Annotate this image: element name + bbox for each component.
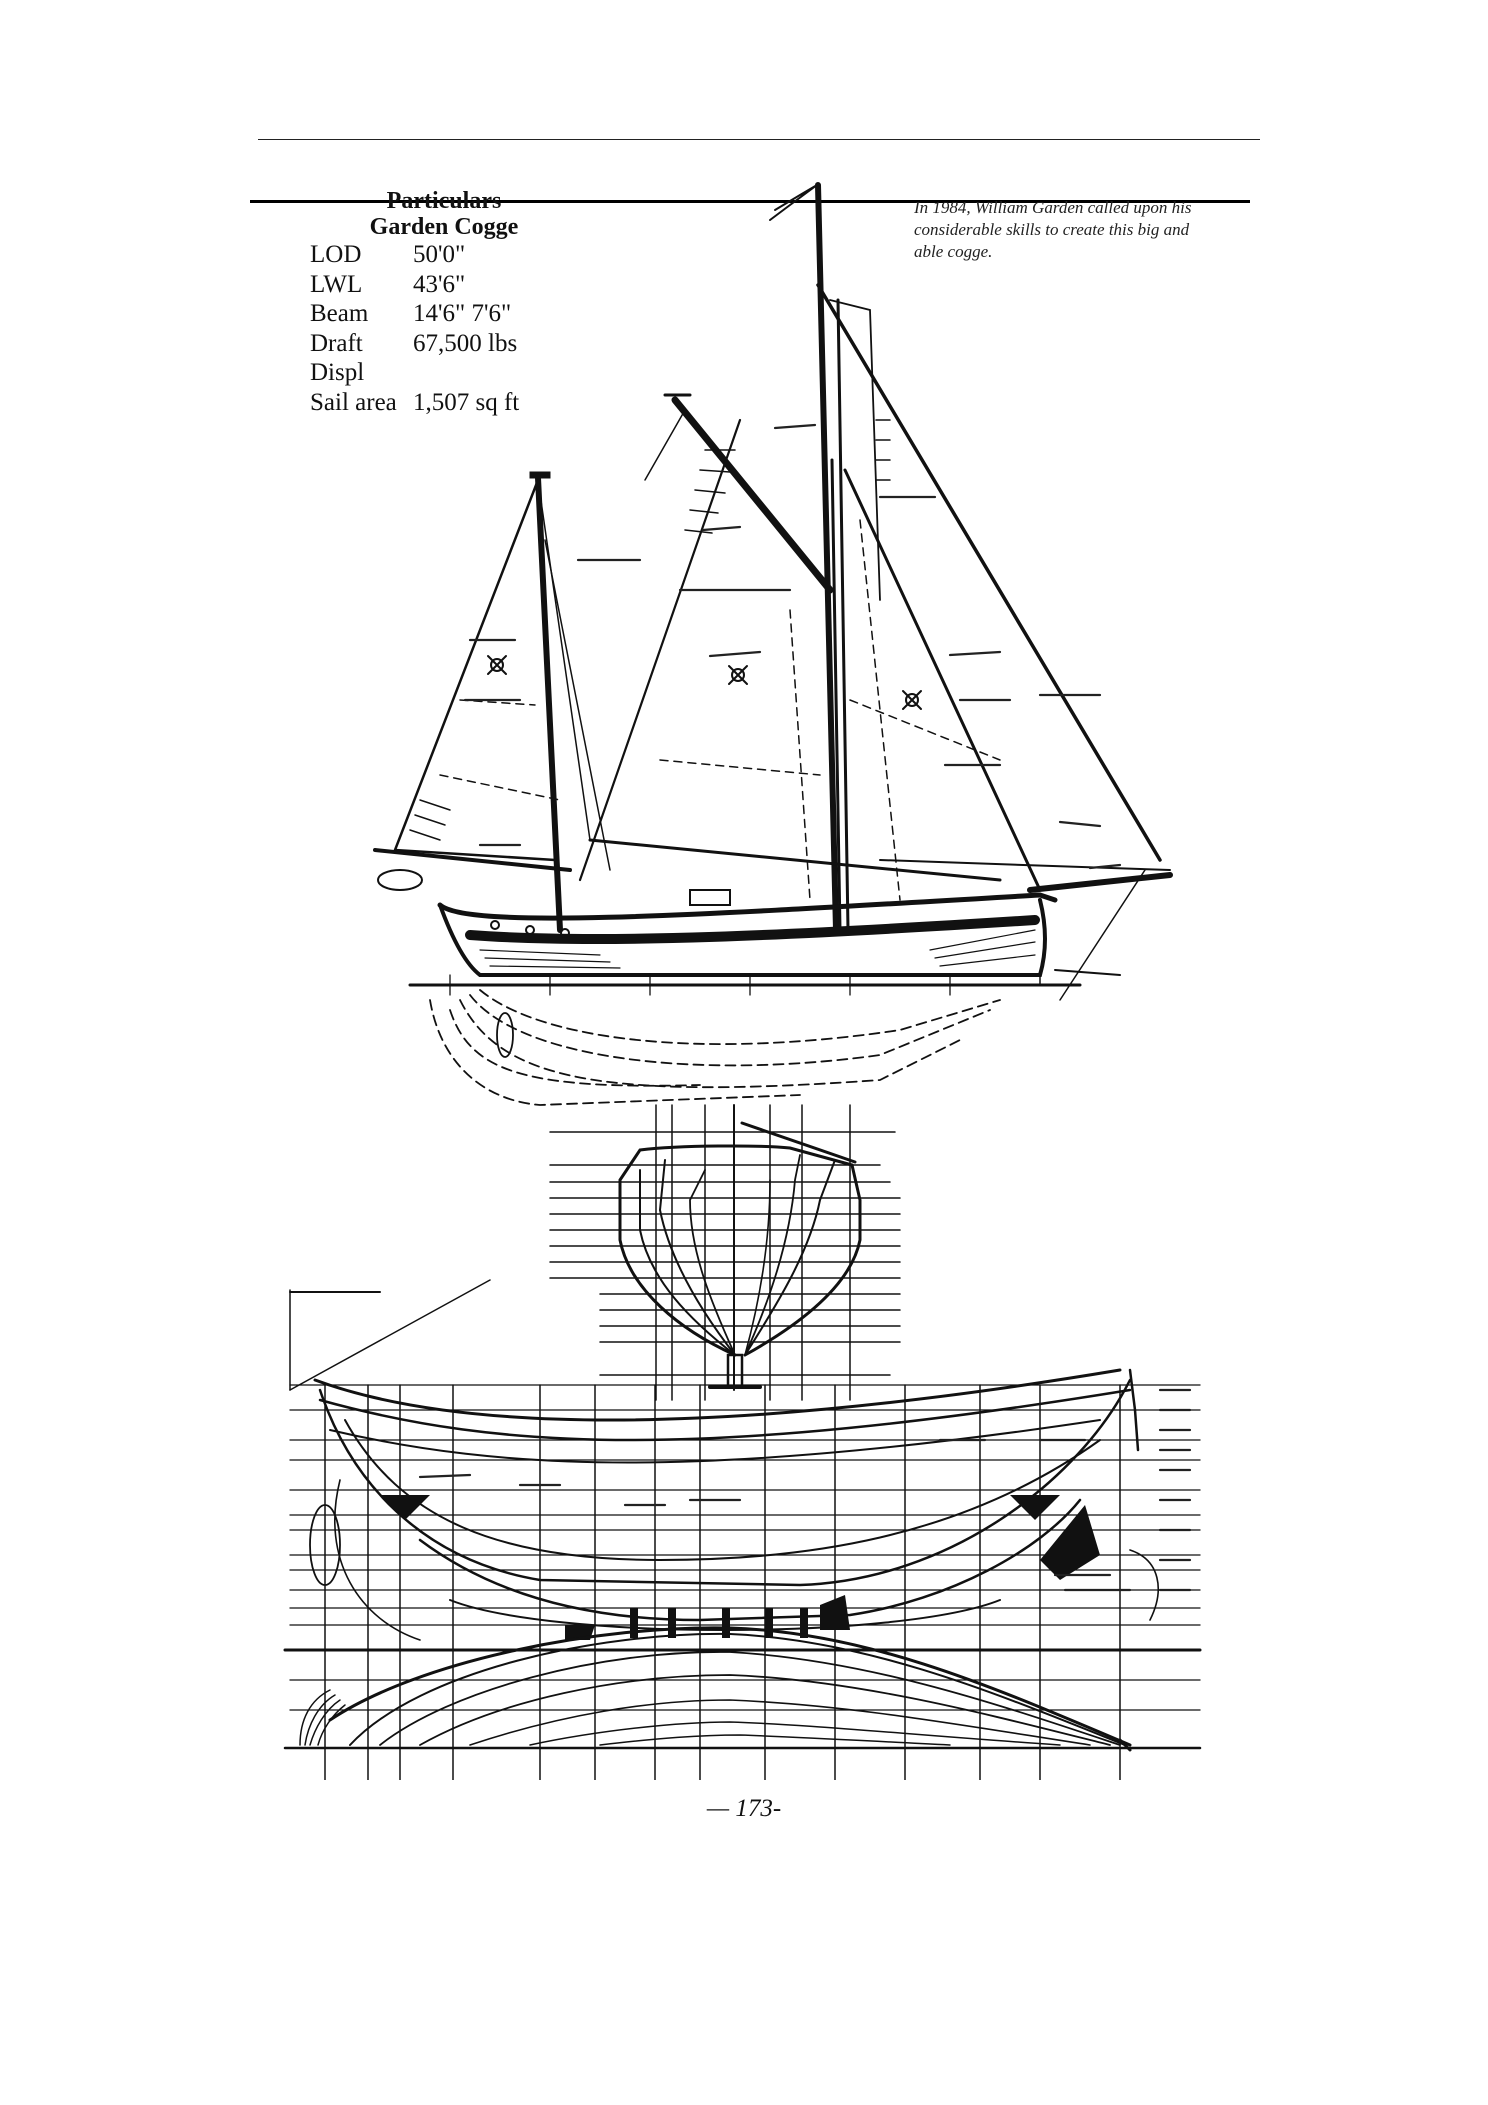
particulars-title: Particulars <box>386 188 502 214</box>
spec-label: LWL <box>310 270 363 298</box>
spec-value: 50'0" <box>413 241 466 268</box>
boat-name: Garden Cogge <box>369 214 519 240</box>
hull-profile <box>377 869 1121 1106</box>
spec-row-lod: LOD 50'0" <box>310 240 550 270</box>
spec-label: Beam <box>310 300 369 327</box>
spec-label: Sail area <box>310 388 397 416</box>
page-number: — 173- <box>706 1795 782 1822</box>
boat-drawing <box>283 182 1202 1791</box>
page-header-rule <box>258 139 1260 140</box>
sail-plan <box>373 182 1173 1001</box>
spec-value: 14'6" 7'6" <box>413 300 512 327</box>
spec-value: 1,507 sq ft <box>413 388 520 416</box>
spec-row-lwl: LWL 43'6" <box>310 270 550 300</box>
body-plan <box>549 1104 901 1401</box>
spec-row-sail-area: Sail area 1,507 sq ft <box>310 388 550 418</box>
boat-plans-figure <box>270 170 1230 1791</box>
spec-value: 43'6" <box>413 270 466 298</box>
particulars-box: Particulars Garden Cogge LOD 50'0" LWL 4… <box>310 188 550 417</box>
spec-value: 67,500 lbs <box>413 329 518 357</box>
spec-label: LOD <box>310 241 362 268</box>
construction-profile <box>283 1279 1202 1791</box>
section-rule <box>250 200 1250 203</box>
spec-label: Displ <box>310 359 365 386</box>
spec-label: Draft <box>310 329 363 357</box>
spec-row-displ: Displ <box>310 358 550 388</box>
lines-plan <box>283 1626 1202 1752</box>
figure-caption: In 1984, William Garden called upon his … <box>914 198 1192 261</box>
spec-row-beam: Beam 14'6" 7'6" <box>310 299 550 329</box>
spec-row-draft: Draft 67,500 lbs <box>310 329 550 359</box>
